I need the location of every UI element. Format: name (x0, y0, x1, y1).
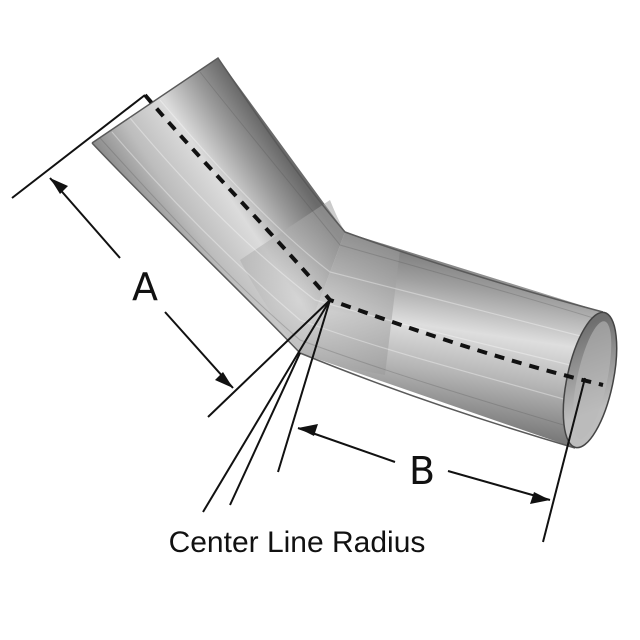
pipe-inner-wall (572, 321, 612, 439)
dimension-a-label: A (132, 265, 158, 309)
radius-leader-inner (229, 352, 301, 506)
dimension-b-extension-right (542, 377, 586, 543)
dimension-a-extension-bottom (207, 299, 331, 418)
dimension-a-arrow-bottom (215, 372, 233, 388)
pipe-texture (111, 99, 597, 406)
dimension-b-extension-left (277, 299, 331, 473)
dimension-b-arrow-right (530, 492, 550, 504)
dimension-a-extension-top (11, 94, 146, 199)
dimension-a (11, 94, 331, 418)
dimension-b (277, 299, 586, 543)
dimension-b-arrow-left (298, 424, 318, 436)
dimension-a-arrow-top (50, 178, 68, 194)
radius-leaders (202, 299, 331, 513)
dimension-b-label: B (409, 449, 435, 493)
radius-leader-outer (202, 299, 331, 513)
center-line-radius-caption: Center Line Radius (169, 526, 426, 559)
